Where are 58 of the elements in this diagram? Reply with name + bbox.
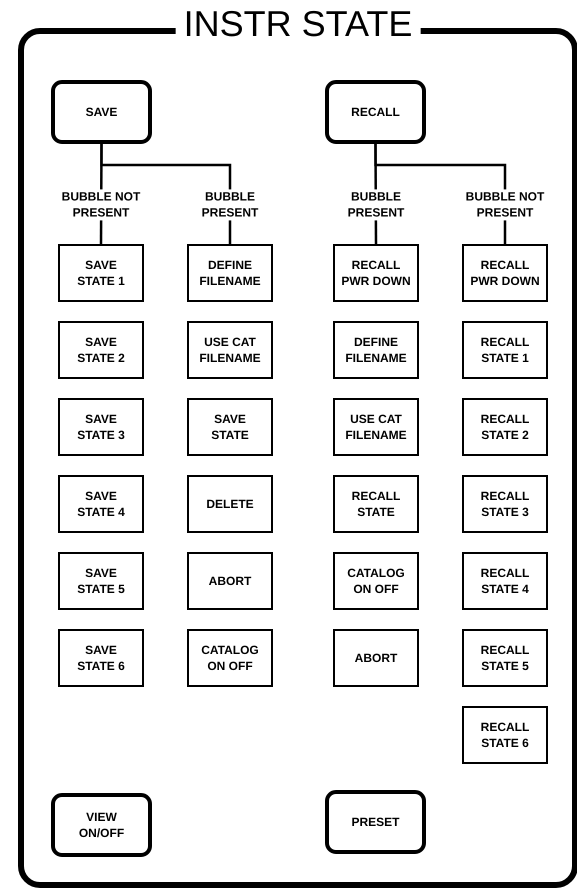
key-label: DEFINE FILENAME [198,256,262,290]
key-label: SAVE STATE 4 [76,488,126,520]
softkey-box [187,629,273,687]
softkey-box [462,321,548,379]
key-label: RECALL PWR DOWN [340,256,412,290]
key-label: SAVE [84,104,118,120]
key-label: RECALL STATE 3 [480,488,530,520]
softkey-box [187,244,273,302]
softkey-box [58,629,144,687]
key-label: DELETE [205,496,255,512]
key-label: RECALL STATE 6 [480,718,530,752]
key-label: RECALL STATE [350,488,402,520]
key-label: SAVE STATE 1 [76,256,126,290]
key-label: VIEW ON/OFF [78,808,126,842]
key-label: ABORT [354,650,398,666]
softkey-box [462,552,548,610]
key-label: SAVE STATE 3 [76,410,126,444]
softkey-box [333,552,419,610]
softkey-box [58,552,144,610]
key-label: RECALL STATE 4 [480,564,530,598]
key-label: RECALL STATE 1 [480,334,530,366]
softkey-box [187,321,273,379]
softkey-box [462,398,548,456]
key-label: ABORT [208,572,252,590]
softkey-box [333,321,419,379]
softkey-box [58,321,144,379]
key-label: DEFINE FILENAME [344,334,408,366]
softkey-box [333,629,419,687]
key-label: USE CAT FILENAME [198,334,262,366]
key-label: SAVE STATE 5 [76,564,126,598]
softkey-box [58,398,144,456]
softkey-box [333,244,419,302]
softkey-box [333,398,419,456]
key-label: RECALL STATE 2 [480,410,530,444]
softkey-box [187,475,273,533]
softkey-box [58,475,144,533]
key-label: CATALOG ON OFF [346,564,406,598]
softkey-box [462,706,548,764]
hardkey-box [51,80,152,144]
hardkey-box [325,790,426,854]
key-label: SAVE STATE [210,410,250,444]
softkey-box [462,244,548,302]
key-label: CATALOG ON OFF [200,642,260,674]
softkey-box [187,398,273,456]
softkey-box [58,244,144,302]
softkey-box [333,475,419,533]
softkey-box [462,475,548,533]
key-label: RECALL [350,104,401,120]
key-label: SAVE STATE 6 [76,642,126,674]
hardkey-box [51,793,152,857]
softkey-box [187,552,273,610]
key-label: USE CAT FILENAME [344,410,408,444]
softkey-box [462,629,548,687]
key-label: RECALL STATE 5 [480,642,530,674]
key-label: RECALL PWR DOWN [469,256,541,290]
hardkey-box [325,80,426,144]
key-label: PRESET [350,814,400,830]
key-label: SAVE STATE 2 [76,334,126,366]
